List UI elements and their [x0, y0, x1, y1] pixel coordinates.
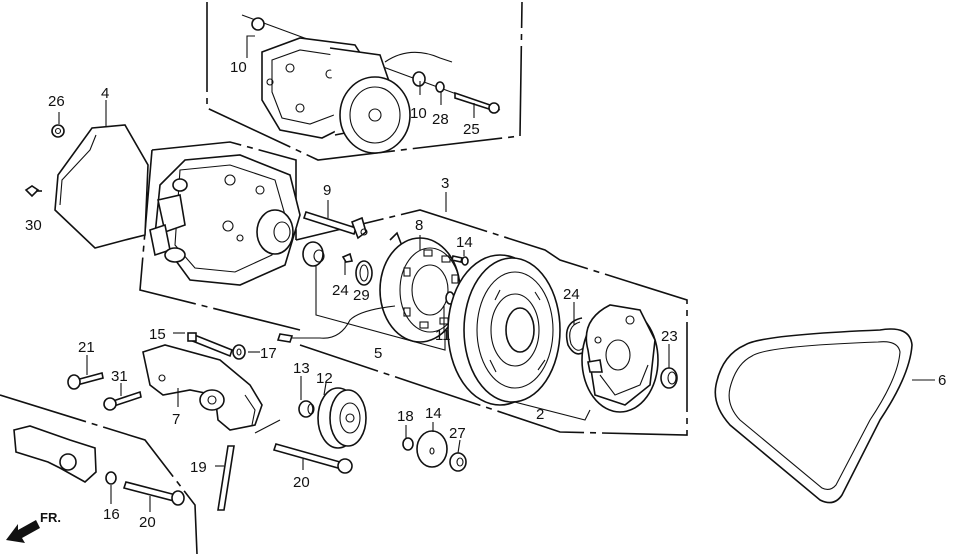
bolt-15[interactable] — [187, 332, 233, 358]
snap-ring-23[interactable] — [565, 317, 585, 355]
callout-20-upper: 20 — [293, 474, 310, 491]
callout-30: 30 — [25, 217, 42, 234]
callout-7: 8 — [415, 217, 423, 234]
compressor-top-assembly[interactable] — [241, 14, 501, 154]
callout-29: 29 — [353, 287, 370, 304]
clutch-group-outline-5 — [315, 265, 446, 351]
callout-22: 23 — [661, 328, 678, 345]
stud-bolt-19[interactable] — [217, 445, 235, 511]
bracket-group-outline — [0, 394, 198, 554]
front-direction-indicator: FR. — [6, 510, 61, 543]
callout-19: 19 — [190, 459, 207, 476]
armature-plate[interactable] — [581, 304, 659, 413]
bolt-20-lower[interactable] — [122, 481, 185, 506]
callout-27: 27 — [449, 425, 466, 442]
idler-pulley-12[interactable] — [317, 387, 367, 449]
front-label: FR. — [40, 510, 61, 525]
callout-25: 25 — [463, 121, 480, 138]
callout-28: 28 — [432, 111, 449, 128]
callout-2: 2 — [536, 406, 544, 423]
compressor-cover-4[interactable] — [54, 124, 149, 249]
callout-18-lower: 18 — [397, 408, 414, 425]
callout-3: 3 — [441, 175, 449, 192]
clutch-group-outline-3 — [295, 209, 688, 436]
nut-22[interactable] — [660, 367, 678, 389]
callout-13: 13 — [293, 360, 310, 377]
callout-24: 24 — [332, 282, 349, 299]
field-coil-lead-5[interactable] — [276, 305, 396, 343]
callout-31: 31 — [111, 368, 128, 385]
front-arrow-icon — [6, 520, 40, 543]
washer-18-lower[interactable] — [402, 437, 414, 451]
callout-10-top: 10 — [230, 59, 247, 76]
bolt-9[interactable] — [302, 210, 368, 240]
seal-ring[interactable] — [302, 241, 325, 267]
callout-23: 24 — [563, 286, 580, 303]
compressor-main-body[interactable] — [149, 154, 301, 286]
callout-9: 9 — [323, 182, 331, 199]
grommet-26[interactable] — [51, 124, 65, 138]
bolt-31[interactable] — [103, 390, 142, 411]
callout-17: 14 — [456, 234, 473, 251]
callout-26: 26 — [48, 93, 65, 110]
callout-labels: 10 10 28 25 26 4 30 9 3 8 14 24 29 11 5 … — [25, 59, 946, 531]
callout-20-lower: 20 — [139, 514, 156, 531]
drive-belt-6[interactable] — [714, 328, 913, 504]
pulley-cover-14[interactable] — [416, 430, 448, 468]
snap-ring-29[interactable] — [355, 260, 373, 286]
lower-bracket[interactable] — [13, 425, 97, 483]
washer-16[interactable] — [105, 471, 117, 485]
top-compressor-group-outline — [206, 1, 523, 161]
bolt-20-upper[interactable] — [272, 443, 353, 474]
callout-10-right: 10 — [410, 105, 427, 122]
callout-14: 14 — [425, 405, 442, 422]
washer-18-upper[interactable] — [232, 344, 246, 360]
clip-30[interactable] — [24, 185, 42, 198]
mounting-bracket-8[interactable] — [142, 344, 263, 431]
leader-lines — [58, 35, 935, 512]
callout-12: 12 — [316, 370, 333, 387]
collar-13[interactable] — [298, 400, 315, 418]
nut-27[interactable] — [449, 452, 467, 472]
callout-8: 7 — [172, 411, 180, 428]
callout-18-upper: 17 — [260, 345, 277, 362]
callout-15: 15 — [149, 326, 166, 343]
clutch-pulley[interactable] — [447, 254, 561, 406]
callout-6: 6 — [938, 372, 946, 389]
callout-4: 4 — [101, 85, 109, 102]
callout-16: 16 — [103, 506, 120, 523]
bolt-21[interactable] — [67, 372, 104, 390]
bracket-lower-outline — [254, 419, 281, 434]
key-24[interactable] — [341, 252, 354, 263]
callout-21: 21 — [78, 339, 95, 356]
callout-11: 11 — [435, 327, 451, 344]
screw-17[interactable] — [451, 255, 469, 266]
callout-5: 5 — [374, 345, 382, 362]
